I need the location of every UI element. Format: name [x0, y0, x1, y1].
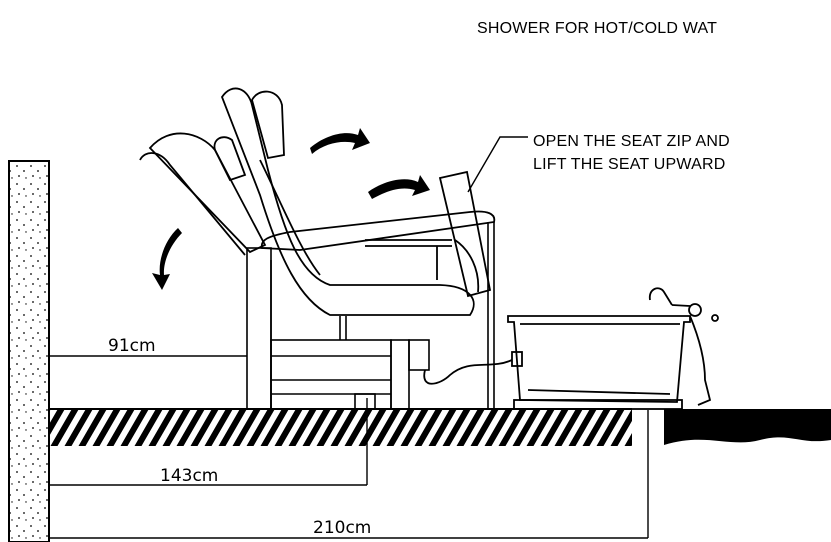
chair-base — [246, 222, 495, 410]
foot-tub — [507, 315, 712, 410]
dimension-143: 143cm — [160, 466, 218, 486]
backrest-upright — [220, 87, 475, 316]
backrest-recline — [139, 132, 267, 256]
seat-instruction-line2: LIFT THE SEAT UPWARD — [533, 156, 725, 173]
seat-instruction-line1: OPEN THE SEAT ZIP AND — [533, 133, 730, 150]
seat-leader-line — [467, 136, 528, 193]
wall — [8, 160, 50, 542]
lifted-seat — [438, 170, 492, 298]
shower-head — [648, 287, 719, 322]
shower-label: SHOWER FOR HOT/COLD WAT — [477, 20, 717, 37]
dimension-210: 210cm — [313, 518, 371, 538]
dimension-91: 91cm — [108, 336, 156, 356]
motion-arrows — [152, 128, 430, 290]
shower-hose — [423, 359, 513, 385]
right-floor-block — [664, 409, 831, 445]
dimension-lines — [49, 355, 649, 539]
armrest — [260, 210, 496, 280]
floor-hatch — [50, 410, 632, 446]
